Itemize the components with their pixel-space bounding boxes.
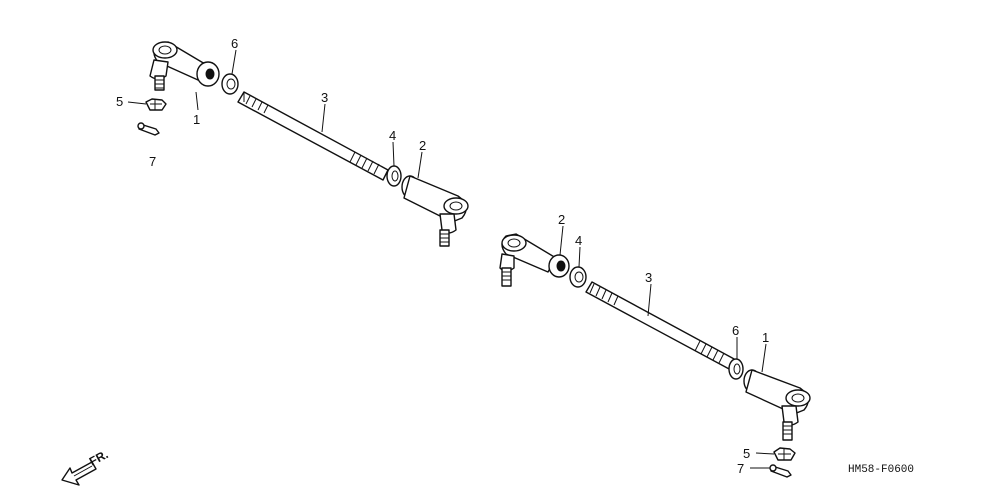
upper-castle-nut (145, 98, 167, 111)
upper-tie-rod (237, 91, 389, 181)
upper-tie-rod-end-outer (149, 41, 220, 91)
upper-leader-6 (231, 49, 237, 75)
lower-assembly: 1 2 3 4 5 6 7 (499, 212, 811, 478)
upper-callout-4: 4 (389, 128, 396, 143)
upper-cotter-pin (137, 122, 160, 136)
lower-cotter-pin (769, 464, 792, 478)
lower-callout-7: 7 (737, 461, 744, 476)
lower-leader-4 (578, 246, 581, 268)
upper-leader-2 (417, 151, 423, 179)
lower-leader-1 (761, 343, 767, 373)
lower-leader-2 (559, 225, 564, 256)
upper-callout-6: 6 (231, 36, 238, 51)
upper-leader-1 (195, 91, 199, 111)
drawing-code: HM58-F0600 (848, 464, 914, 476)
lower-castle-nut (773, 447, 796, 461)
upper-leader-4 (392, 141, 395, 167)
upper-callout-3: 3 (321, 90, 328, 105)
upper-tie-rod-end-inner (401, 175, 469, 247)
upper-lock-nut (221, 73, 239, 95)
lower-callout-3: 3 (645, 270, 652, 285)
upper-callout-1: 1 (193, 112, 200, 127)
lower-callout-1: 1 (762, 330, 769, 345)
upper-callout-7: 7 (149, 154, 156, 169)
lower-leader-5 (755, 452, 775, 455)
lower-callout-6: 6 (732, 323, 739, 338)
upper-callout-5: 5 (116, 94, 123, 109)
lower-lock-nut (728, 358, 744, 380)
lower-tie-rod (585, 281, 737, 371)
lower-callout-2: 2 (558, 212, 565, 227)
lower-callout-4: 4 (575, 233, 582, 248)
upper-washer (386, 165, 402, 187)
upper-leader-3 (321, 103, 326, 133)
lower-washer (569, 266, 587, 288)
lower-tie-rod-end-inner (499, 233, 570, 287)
lower-tie-rod-end-outer (743, 369, 811, 441)
lower-callout-5: 5 (743, 446, 750, 461)
upper-leader-5 (127, 101, 147, 105)
upper-callout-2: 2 (419, 138, 426, 153)
lower-leader-3 (647, 283, 652, 317)
front-direction-indicator: FR. (61, 447, 110, 486)
upper-assembly: 1 2 3 4 5 6 7 (116, 36, 469, 247)
